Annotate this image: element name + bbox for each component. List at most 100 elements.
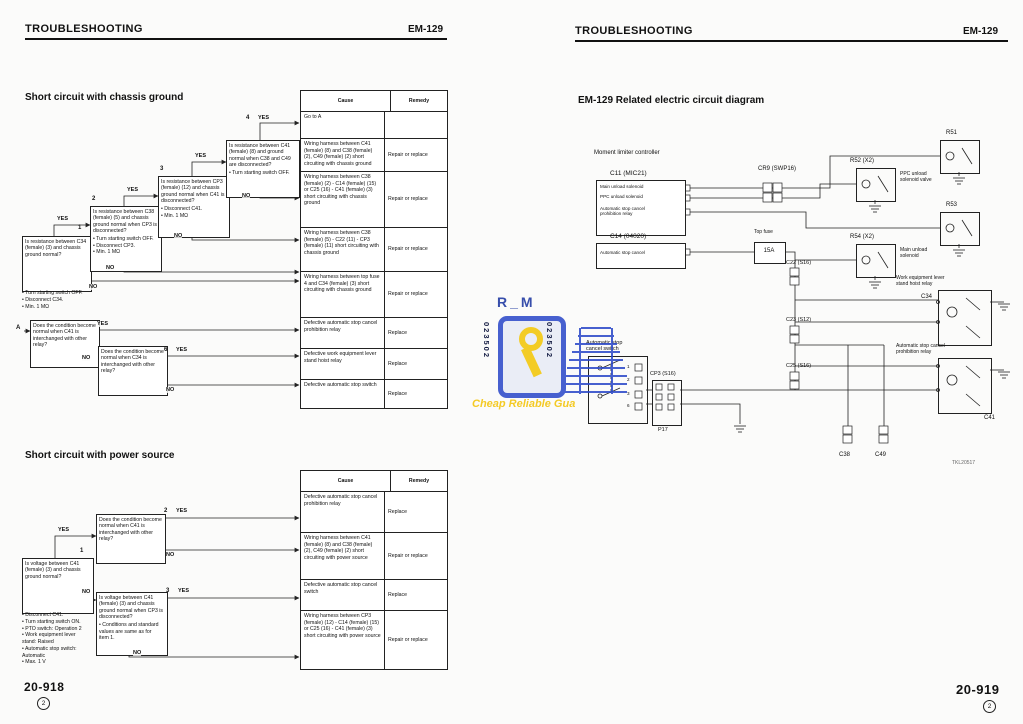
no-label: NO xyxy=(166,387,175,393)
no-label: NO xyxy=(106,265,115,271)
p17-label: P17 xyxy=(658,427,668,433)
flow-question: Does the condition become normal when C3… xyxy=(101,349,164,375)
remedy-cell: Repair or replace xyxy=(384,533,447,579)
yes-label: YES xyxy=(127,187,139,193)
left-header-rule xyxy=(25,38,447,40)
c23-label: C23 (S12) xyxy=(786,317,812,323)
remedy-cell: Replace xyxy=(384,492,447,532)
section2-heading: Short circuit with power source xyxy=(25,450,175,461)
yes-label: YES xyxy=(176,508,188,514)
table-row: Go to A xyxy=(301,112,447,139)
c14-row: Automatic stop cancel xyxy=(600,250,645,255)
c14-label: C14 (04020) xyxy=(610,233,647,240)
continuation-label-a: A xyxy=(16,325,21,331)
r53-label: R53 xyxy=(946,202,958,208)
table-row: Wiring harness between top fuse 4 and C3… xyxy=(301,272,447,318)
table-row: Wiring harness between C41 (female) (8) … xyxy=(301,139,447,172)
cp3-label: CP3 (S16) xyxy=(650,371,676,377)
remedy-cell: Replace xyxy=(384,349,447,379)
c34-relay-box xyxy=(938,290,992,346)
remedy-header: Remedy xyxy=(390,91,447,111)
remedy-cell: Replace xyxy=(384,580,447,610)
cause-cell: Defective automatic stop cancel switch xyxy=(304,582,378,595)
yes-label: YES xyxy=(97,321,109,327)
r53-box xyxy=(940,212,980,246)
flow-box-p1: Is voltage between C41 (female) (3) and … xyxy=(22,558,94,614)
flow-box-4: Is resistance between C41 (female) (8) a… xyxy=(226,140,300,198)
remedy-cell: Repair or replace xyxy=(384,172,447,227)
c41-relay-box xyxy=(938,358,992,414)
top-fuse-label: Top fuse xyxy=(754,229,773,235)
table-row: Wiring harness between C41 (female) (8) … xyxy=(301,533,447,580)
watermark-tagline: Cheap Reliable Gua xyxy=(472,398,576,410)
c34-label: C34 xyxy=(921,294,933,300)
remedy-cell xyxy=(384,112,447,138)
step-number: 3 xyxy=(160,166,164,172)
remedy-cell: Replace xyxy=(384,318,447,348)
flow-notes-4: • Turn starting switch OFF. xyxy=(229,170,290,177)
stamp-number: 023502 xyxy=(482,322,491,360)
flow-question: Is resistance between C34 (female) (3) a… xyxy=(25,239,87,258)
cause-cell: Wiring harness between CP3 (female) (12)… xyxy=(304,613,381,639)
flow-question: Is resistance between C41 (female) (8) a… xyxy=(229,143,291,169)
no-label: NO xyxy=(166,552,175,558)
cause-cell: Wiring harness between C38 (female) (5) … xyxy=(304,230,379,256)
flow-notes-p1: • Disconnect C41. • Turn starting switch… xyxy=(22,612,82,666)
flow-notes-p3: • Conditions and standard values are sam… xyxy=(99,622,159,642)
wrench-icon xyxy=(519,327,543,378)
table-row: Wiring harness between C38 (female) (2) … xyxy=(301,172,447,228)
yes-label: YES xyxy=(58,527,70,533)
step-number: 2 xyxy=(92,196,96,202)
table-row: Defective automatic stop switch Replace xyxy=(301,380,447,408)
c25-label: C25 (S16) xyxy=(786,363,812,369)
cause-header: Cause xyxy=(337,97,354,104)
step-number: 4 xyxy=(246,115,250,121)
step-number: 6 xyxy=(164,347,168,353)
switch-pin: 3 xyxy=(627,391,630,396)
watermark-badge xyxy=(498,316,566,398)
step-number: 3 xyxy=(166,588,170,594)
flow-question: Is voltage between C41 (female) (3) and … xyxy=(99,595,164,621)
cause-header: Cause xyxy=(337,477,354,484)
cause-cell: Defective work equipment lever stand hoi… xyxy=(304,351,377,364)
c11-row: PPC unload solenoid xyxy=(600,194,643,199)
yes-label: YES xyxy=(195,153,207,159)
table-header-row: Cause Remedy xyxy=(301,91,447,112)
right-header-title: TROUBLESHOOTING xyxy=(575,25,693,37)
switch-pin: 1 xyxy=(627,364,630,369)
flow-box-1: Is resistance between C34 (female) (3) a… xyxy=(22,236,92,292)
remedy-cell: Repair or replace xyxy=(384,272,447,317)
r51-box xyxy=(940,140,980,174)
cause-cell: Defective automatic stop cancel prohibit… xyxy=(304,494,378,507)
flow-box-p3: Is voltage between C41 (female) (3) and … xyxy=(96,592,168,656)
remedy-cell: Repair or replace xyxy=(384,139,447,171)
c49-label: C49 xyxy=(875,452,887,458)
cp3-box xyxy=(652,380,682,426)
yes-label: YES xyxy=(258,115,270,121)
left-header-title: TROUBLESHOOTING xyxy=(25,23,143,35)
flow-notes-3: • Disconnect C41. • Min. 1 MΩ xyxy=(161,206,203,219)
no-label: NO xyxy=(82,355,91,361)
flow-box-2: Is resistance between C38 (female) (5) a… xyxy=(90,206,162,272)
left-page-number: 20-918 xyxy=(24,680,65,694)
cause-remedy-table-1: Cause Remedy Go to A Wiring harness betw… xyxy=(300,90,448,409)
c14-box xyxy=(596,243,686,269)
cause-cell: Wiring harness between C41 (female) (8) … xyxy=(304,535,373,561)
r51-label: R51 xyxy=(946,130,958,136)
building-icon xyxy=(565,327,627,394)
table-row: Defective automatic stop cancel prohibit… xyxy=(301,492,447,533)
right-page-number: 20-919 xyxy=(956,682,1000,697)
flow-question: Is resistance between C38 (female) (5) a… xyxy=(93,209,158,235)
flow-box-6: Does the condition become normal when C3… xyxy=(98,346,168,396)
step-number: 2 xyxy=(164,508,168,514)
c11-row: Automatic stop cancel prohibition relay xyxy=(600,206,645,217)
table-row: Wiring harness between CP3 (female) (12)… xyxy=(301,611,447,669)
cause-cell: Go to A xyxy=(304,114,322,120)
right-header-code: EM-129 xyxy=(963,26,999,37)
table-row: Wiring harness between C38 (female) (5) … xyxy=(301,228,447,272)
flow-notes-1: • Turn starting switch OFF. • Disconnect… xyxy=(22,290,83,310)
flow-box-3: Is resistance between CP3 (female) (12) … xyxy=(158,176,230,238)
r52-box xyxy=(856,168,896,202)
section1-heading: Short circuit with chassis ground xyxy=(25,92,184,103)
